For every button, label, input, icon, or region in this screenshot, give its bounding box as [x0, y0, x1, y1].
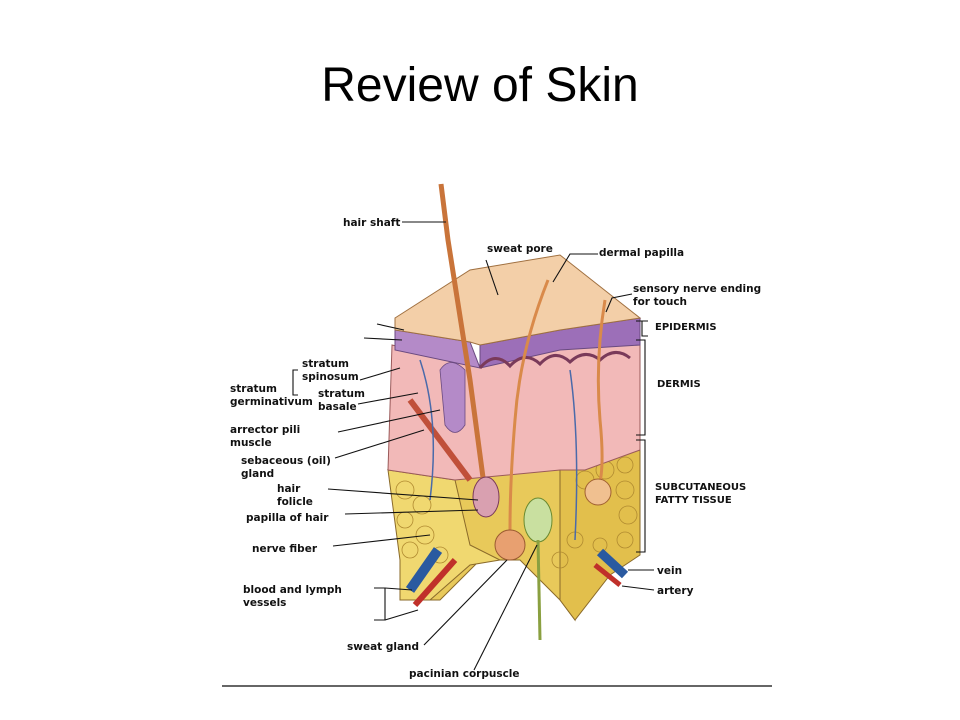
nerve-fiber-path-2: [569, 369, 578, 541]
label-stratum-basale-2: basale: [318, 401, 357, 413]
corpuscle-nerve: [536, 539, 542, 641]
sweat-duct: [508, 279, 550, 531]
label-sweat-pore: sweat pore: [487, 243, 553, 255]
label-hair-shaft: hair shaft: [343, 217, 400, 229]
label-arrector-pili-1: arrector pili: [230, 424, 300, 436]
label-subcutaneous-1: SUBCUTANEOUS: [655, 482, 746, 493]
pacinian-corpuscle-shape: [523, 497, 553, 543]
label-stratum-basale-1: stratum: [318, 388, 365, 400]
label-dermis: DERMIS: [657, 379, 701, 390]
label-dermal-papilla: dermal papilla: [599, 247, 684, 259]
label-sensory-nerve-1: sensory nerve ending: [633, 283, 761, 295]
fatty-tissue-right-face: [559, 449, 641, 621]
hair-follicle-bulb: [472, 476, 500, 518]
slide-title: Review of Skin: [321, 59, 639, 112]
label-blood-lymph-2: vessels: [243, 597, 286, 609]
dermal-papillae-ridge: [478, 351, 631, 369]
fatty-tissue-left-face: [387, 469, 502, 601]
blood-vessel-artery-left: [412, 558, 458, 607]
label-sweat-gland: sweat gland: [347, 641, 419, 653]
skin-surface: [394, 254, 642, 346]
label-papilla-of-hair: papilla of hair: [246, 512, 329, 524]
blood-vessel-vein-left: [405, 547, 443, 593]
label-stratum-germinativum-1: stratum: [230, 383, 277, 395]
leader-lines: [222, 221, 772, 687]
label-nerve-fiber: nerve fiber: [252, 543, 318, 555]
hair-shaft: [438, 183, 489, 501]
label-artery: artery: [657, 585, 694, 597]
sensory-nerve-path: [596, 299, 607, 491]
label-sebaceous-1: sebaceous (oil): [241, 455, 331, 467]
label-stratum-germinativum-2: germinativum: [230, 396, 313, 408]
label-epidermis: EPIDERMIS: [655, 322, 717, 333]
label-stratum-spinosum-1: stratum: [302, 358, 349, 370]
blood-vessel-artery-right: [593, 563, 622, 587]
skin-block-illustration: [386, 183, 642, 641]
label-hair-follicle-1: hair: [277, 483, 301, 495]
label-blood-lymph-1: blood and lymph: [243, 584, 342, 596]
sensory-coil: [584, 478, 612, 506]
sweat-gland-coil: [494, 529, 526, 561]
label-subcutaneous-2: FATTY TISSUE: [655, 495, 732, 506]
blood-vessel-vein-right: [596, 548, 629, 579]
stratum-bump: [439, 362, 466, 433]
skin-cross-section-diagram: hair shaft sweat pore dermal papilla sen…: [222, 183, 772, 687]
label-sensory-nerve-2: for touch: [633, 296, 687, 308]
label-arrector-pili-2: muscle: [230, 437, 272, 449]
arrector-pili-muscle: [407, 398, 473, 482]
label-stratum-spinosum-2: spinosum: [302, 371, 359, 383]
label-hair-follicle-2: folicle: [277, 496, 313, 508]
label-vein: vein: [657, 565, 682, 577]
nerve-fiber-path: [419, 359, 435, 501]
label-pacinian-corpuscle: pacinian corpuscle: [409, 668, 520, 680]
label-sebaceous-2: gland: [241, 468, 274, 480]
